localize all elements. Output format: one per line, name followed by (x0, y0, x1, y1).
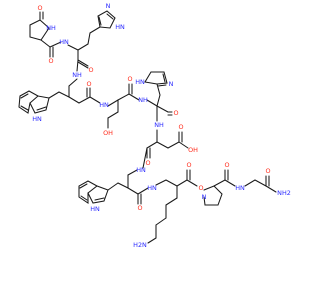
bond (162, 73, 166, 83)
proline-ring-bonds (203, 185, 223, 206)
bond (117, 182, 129, 189)
bond (58, 91, 70, 98)
atom-nh1: NH (46, 24, 56, 32)
atom-hn2: HN (99, 101, 109, 109)
atom-o6: O (173, 109, 178, 117)
bond (40, 39, 51, 48)
bond (77, 61, 89, 69)
bond (20, 105, 29, 111)
bond (106, 13, 114, 20)
bond (157, 84, 167, 87)
bond (48, 91, 60, 99)
atom-hn5: HN (235, 184, 245, 192)
bond (265, 185, 277, 193)
pyroglutamate-ring-bonds (29, 19, 50, 41)
bond (80, 195, 88, 201)
bond (94, 197, 105, 201)
bond (77, 59, 89, 67)
atom-h2n: H2N (133, 241, 147, 249)
bond (49, 41, 62, 48)
atom-oh2: OH (188, 146, 198, 154)
atom-o11: O (198, 184, 203, 192)
bond (156, 105, 169, 113)
bond (68, 96, 80, 104)
bond (176, 179, 188, 187)
atom-hn-ind2: HN (90, 205, 100, 213)
bond (98, 16, 102, 26)
bond (77, 43, 89, 51)
atom-hn3: HN (136, 166, 146, 174)
bond (89, 96, 101, 104)
molecule-structure-diagram: O NH N HN O O HN NH HN HN O HN N O OH O … (18, 2, 291, 249)
atom-n-im2: N (169, 80, 174, 88)
bond (87, 32, 91, 45)
atom-nh2-amide: NH2 (277, 189, 291, 197)
bond (165, 197, 178, 206)
atom-o9: O (137, 204, 142, 212)
bond (213, 179, 226, 187)
indole-2-benzene-bonds (78, 180, 98, 204)
bond (107, 111, 119, 119)
atom-n-pro: N (202, 193, 207, 201)
bond (127, 187, 139, 195)
atom-nh3: NH (138, 96, 148, 104)
bond (79, 183, 88, 189)
atom-nh2: NH (72, 71, 82, 79)
atom-hn-ind1: HN (32, 115, 42, 123)
atom-o7: O (178, 123, 183, 131)
atom-o4: O (86, 80, 91, 88)
bond (254, 179, 267, 187)
indole-2-pyrrole-bonds (87, 185, 109, 204)
bond (117, 93, 130, 101)
bond (167, 141, 180, 149)
bond (186, 179, 198, 187)
bond (147, 237, 157, 244)
indole-1-benzene-bonds (18, 90, 39, 114)
atom-nh4: NH (154, 121, 164, 129)
bond (128, 93, 140, 101)
bond (146, 99, 158, 107)
atom-hn4: HN (147, 184, 157, 192)
atom-o3: O (88, 66, 93, 74)
atom-o13: O (265, 167, 270, 175)
bond (142, 147, 148, 169)
bond (155, 217, 167, 226)
bond (224, 179, 236, 187)
bond (244, 179, 256, 187)
atom-label-layer: O NH N HN O O HN NH HN HN O HN N O OH O … (32, 2, 291, 249)
atom-oh1: OH (103, 129, 113, 137)
imidazole-ring-1-bonds (97, 10, 116, 29)
bond (89, 26, 101, 34)
bond (156, 94, 161, 107)
atom-hn1: HN (59, 38, 69, 46)
bond (107, 99, 119, 107)
bond (146, 141, 158, 149)
bond (107, 182, 119, 191)
atom-hn-im2: HN (135, 78, 145, 86)
atom-o8: O (145, 159, 150, 167)
bond-layer (18, 10, 277, 244)
indole-1-pyrrole-bonds (29, 95, 50, 114)
bond (165, 179, 178, 187)
bond (78, 96, 91, 104)
bond (156, 83, 161, 96)
bond (36, 106, 47, 111)
atom-o2: O (48, 57, 53, 65)
bond (156, 141, 169, 149)
bond (178, 141, 189, 149)
atom-hn-im1: HN (115, 23, 125, 31)
bond (67, 44, 79, 51)
atom-o5: O (127, 75, 132, 83)
atom-n-im1a: N (106, 2, 111, 10)
bond (155, 179, 167, 186)
bond (137, 187, 149, 195)
atom-o1: O (37, 4, 42, 12)
bond (20, 93, 29, 99)
bond (76, 59, 79, 72)
bond (68, 78, 78, 87)
bond (127, 169, 138, 176)
imidazole-ring-2-bonds (144, 71, 168, 85)
atom-o10: O (186, 161, 191, 169)
atom-o12: O (224, 161, 229, 169)
